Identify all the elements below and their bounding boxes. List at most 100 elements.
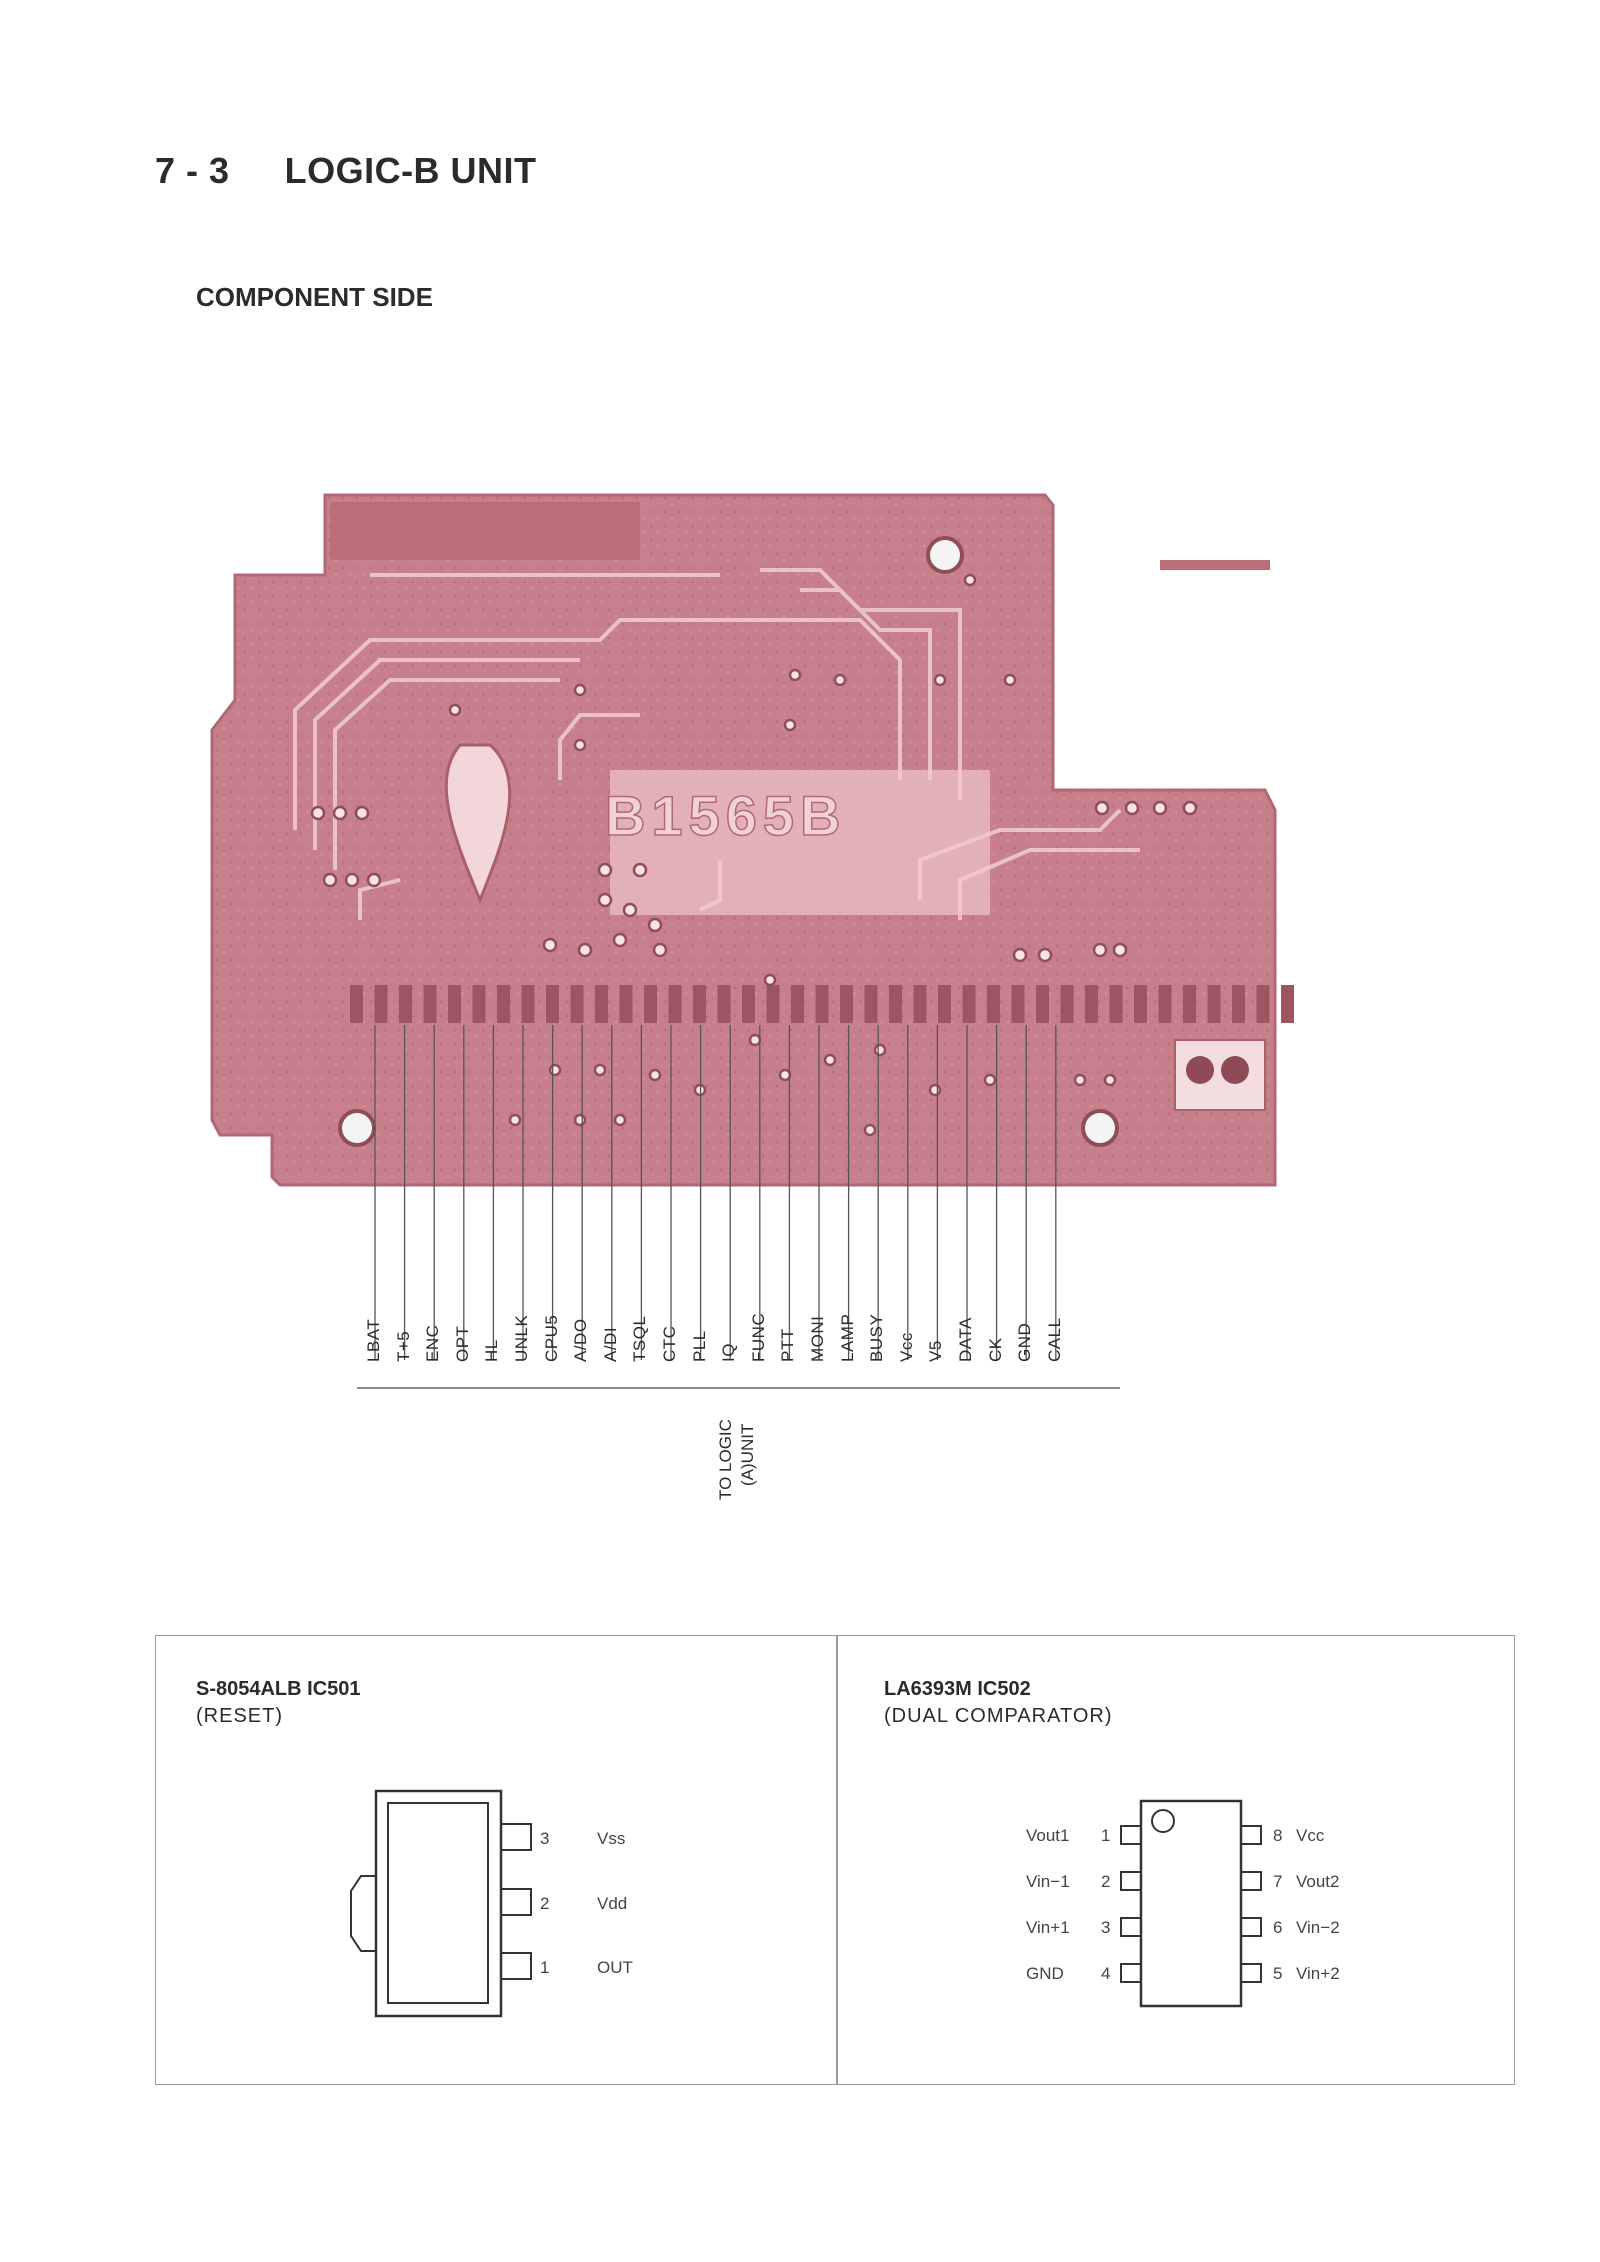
connector-finger-pad xyxy=(375,985,388,1023)
ic502-subtitle: (DUAL COMPARATOR) xyxy=(884,1705,1113,1728)
connector-finger-pad xyxy=(595,985,608,1023)
connector-finger-pad xyxy=(1183,985,1196,1023)
connector-pin-label: ENC xyxy=(423,1325,443,1362)
connector-finger-pad xyxy=(865,985,878,1023)
ic501-pin2-label: Vdd xyxy=(597,1894,627,1914)
connector-finger-pad xyxy=(1085,985,1098,1023)
connector-finger-pad xyxy=(840,985,853,1023)
connector-pin-label: Vcc xyxy=(897,1332,917,1362)
ic502-pin3-number: 3 xyxy=(1101,1918,1110,1938)
ic502-pin5-number: 5 xyxy=(1273,1964,1282,1984)
connector-finger-pad xyxy=(546,985,559,1023)
ic502-pin4-label: GND xyxy=(1026,1964,1064,1984)
ic502-pin2-label: Vin−1 xyxy=(1026,1872,1070,1892)
connector-finger-pad xyxy=(571,985,584,1023)
mounting-hole-left xyxy=(340,1111,374,1145)
connector-finger-pad xyxy=(889,985,902,1023)
panel-divider xyxy=(836,1636,838,2084)
ic501-panel: S-8054ALB IC501 (RESET) xyxy=(196,1678,361,1728)
ic501-package-drawing xyxy=(306,1781,606,2031)
ic-pinout-panels: S-8054ALB IC501 (RESET) 3 Vss 2 Vdd 1 OU… xyxy=(155,1635,1515,2085)
connector-finger-pad xyxy=(1281,985,1294,1023)
ic501-pin3-number: 3 xyxy=(540,1829,549,1849)
ic502-pin3-label: Vin+1 xyxy=(1026,1918,1070,1938)
connector-pin-label: FUNC xyxy=(749,1313,769,1362)
mounting-hole-right xyxy=(1083,1111,1117,1145)
connector-pin-label: PLL xyxy=(690,1330,710,1362)
ic502-panel: LA6393M IC502 (DUAL COMPARATOR) xyxy=(884,1678,1113,1728)
connector-finger-pad xyxy=(1036,985,1049,1023)
connector-finger-pad xyxy=(448,985,461,1023)
connector-finger-pad xyxy=(424,985,437,1023)
mounting-holes xyxy=(928,538,962,572)
ic502-pin8-number: 8 xyxy=(1273,1826,1282,1846)
board-marking-text: B1565B xyxy=(605,784,846,847)
connector-finger-pad xyxy=(914,985,927,1023)
section-number: 7 - 3 xyxy=(155,150,230,192)
connector-pin-label: CALL xyxy=(1045,1317,1065,1362)
ic501-subtitle: (RESET) xyxy=(196,1705,361,1728)
connector-pin-label: A/DI xyxy=(601,1327,621,1362)
pcb-layout-drawing: B1565B xyxy=(200,480,1300,1400)
connector-finger-pad xyxy=(963,985,976,1023)
connector-pin-label: A/DO xyxy=(571,1318,591,1362)
connector-finger-pad xyxy=(1061,985,1074,1023)
ic502-pin7-label: Vout2 xyxy=(1296,1872,1340,1892)
connector-pin-label: CTC xyxy=(660,1326,680,1362)
connector-finger-pad xyxy=(350,985,363,1023)
ic502-pin7-number: 7 xyxy=(1273,1872,1282,1892)
connector-finger-pad xyxy=(693,985,706,1023)
connector-pin-label: MONI xyxy=(808,1316,828,1362)
connector-finger-pad xyxy=(938,985,951,1023)
view-label: COMPONENT SIDE xyxy=(196,282,433,313)
connector-finger-pad xyxy=(1110,985,1123,1023)
connector-caption-line2: (A)UNIT xyxy=(737,1419,759,1500)
connector-pin-label: BUSY xyxy=(867,1314,887,1362)
connector-pin-label: CPU5 xyxy=(542,1315,562,1362)
connector-finger-pad xyxy=(1159,985,1172,1023)
ic501-pin1-label: OUT xyxy=(597,1958,633,1978)
connector-pin-label: CK xyxy=(986,1337,1006,1362)
connector-pin-label: V5 xyxy=(926,1340,946,1362)
ic502-pin1-label: Vout1 xyxy=(1026,1826,1070,1846)
connector-pin-label: PTT xyxy=(778,1328,798,1362)
connector-finger-pad xyxy=(473,985,486,1023)
ic502-pin6-label: Vin−2 xyxy=(1296,1918,1340,1938)
connector-finger-pad xyxy=(987,985,1000,1023)
connector-finger-pad xyxy=(1208,985,1221,1023)
connector-finger-pad xyxy=(718,985,731,1023)
connector-caption-line1: TO LOGIC xyxy=(715,1419,737,1500)
connector-pin-label: HL xyxy=(482,1339,502,1362)
ic501-pin2-number: 2 xyxy=(540,1894,549,1914)
connector-finger-pad xyxy=(1012,985,1025,1023)
ic501-pin3-label: Vss xyxy=(597,1829,625,1849)
connector-finger-pad xyxy=(1257,985,1270,1023)
connector-finger-pad xyxy=(620,985,633,1023)
connector-pin-label: TSQL xyxy=(630,1316,650,1362)
connector-finger-pad xyxy=(1232,985,1245,1023)
ic502-pin1-number: 1 xyxy=(1101,1826,1110,1846)
ic502-pin8-label: Vcc xyxy=(1296,1826,1324,1846)
connector-finger-pad xyxy=(497,985,510,1023)
ic501-title: S-8054ALB IC501 xyxy=(196,1678,361,1701)
connector-caption: TO LOGIC (A)UNIT xyxy=(715,1419,759,1500)
ic502-package-drawing xyxy=(1096,1791,1286,2021)
connector-finger-pad xyxy=(1134,985,1147,1023)
ic502-title: LA6393M IC502 xyxy=(884,1678,1113,1701)
connector-finger-pad xyxy=(644,985,657,1023)
ic502-pin6-number: 6 xyxy=(1273,1918,1282,1938)
connector-finger-pad xyxy=(669,985,682,1023)
connector-finger-pad xyxy=(791,985,804,1023)
connector-finger-pad xyxy=(816,985,829,1023)
connector-finger-pad xyxy=(522,985,535,1023)
connector-finger-pad xyxy=(767,985,780,1023)
connector-pin-label: LBAT xyxy=(364,1319,384,1362)
ic502-pin4-number: 4 xyxy=(1101,1964,1110,1984)
ic501-pin1-number: 1 xyxy=(540,1958,549,1978)
connector-pin-label: IQ xyxy=(719,1343,739,1362)
section-title: 7 - 3 LOGIC-B UNIT xyxy=(155,150,537,192)
ic502-pin5-label: Vin+2 xyxy=(1296,1964,1340,1984)
connector-finger-pad xyxy=(399,985,412,1023)
ground-plane-top xyxy=(330,502,640,560)
ground-plane-right xyxy=(1160,560,1270,570)
